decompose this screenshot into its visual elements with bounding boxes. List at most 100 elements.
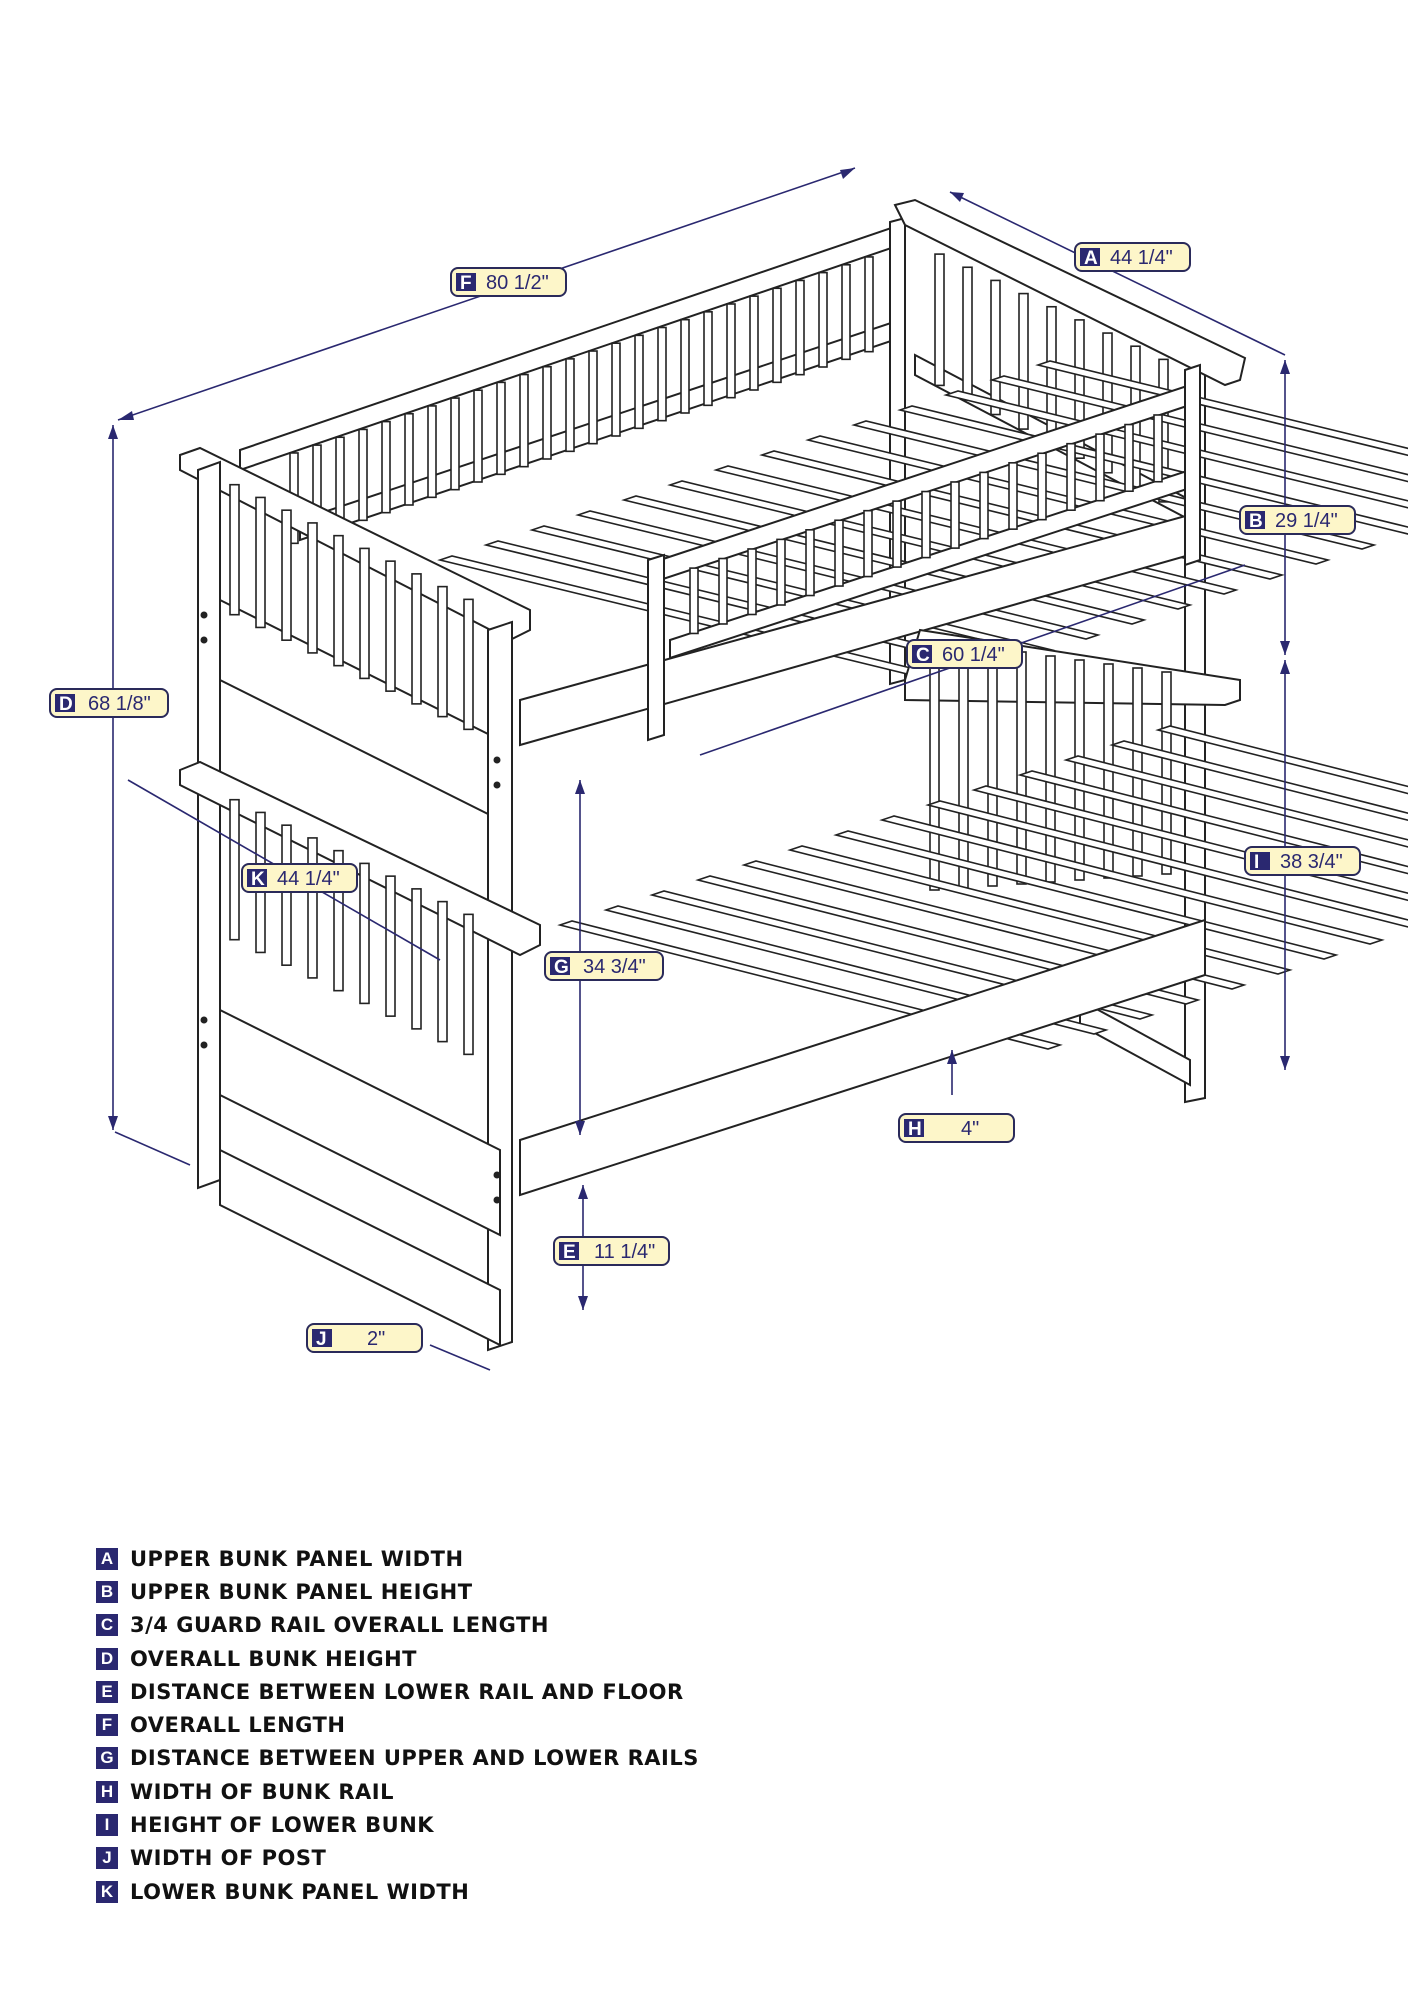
- spindle: [281, 509, 292, 641]
- svg-text:F: F: [460, 273, 472, 294]
- legend-label: WIDTH OF BUNK RAIL: [130, 1779, 394, 1804]
- spindle: [519, 373, 529, 468]
- spindle: [542, 365, 552, 460]
- spindle: [841, 263, 851, 361]
- spindle: [1045, 655, 1056, 883]
- dim-tag-g: G 34 3/4": [544, 951, 664, 981]
- svg-text:44 1/4": 44 1/4": [277, 868, 340, 890]
- spindle: [864, 256, 874, 353]
- spindle: [726, 303, 736, 399]
- svg-text:K: K: [251, 869, 265, 890]
- dimension-tags: A 44 1/4" B 29 1/4" C 60 1/4" D 68 1/8" …: [49, 242, 1361, 1353]
- spindle: [718, 557, 728, 625]
- spindle: [359, 862, 370, 1005]
- spindle: [333, 534, 344, 667]
- legend-key: G: [96, 1747, 118, 1770]
- spindle: [229, 483, 240, 616]
- bed-drawing: [179, 198, 1408, 1352]
- spindle: [450, 397, 460, 491]
- legend-key: D: [96, 1647, 118, 1670]
- spindle: [680, 318, 690, 414]
- dim-tag-a: A 44 1/4": [1074, 242, 1191, 272]
- spindle: [958, 643, 969, 889]
- spindle: [1074, 319, 1085, 459]
- spindle: [749, 295, 759, 391]
- spindle: [1095, 433, 1105, 502]
- legend-row-f: F OVERALL LENGTH: [96, 1708, 996, 1741]
- legend-key: F: [96, 1714, 118, 1737]
- legend-label: WIDTH OF POST: [130, 1846, 327, 1871]
- spindle: [772, 287, 782, 384]
- legend-label: 3/4 GUARD RAIL OVERALL LENGTH: [130, 1613, 549, 1638]
- legend-label: UPPER BUNK PANEL WIDTH: [130, 1546, 464, 1571]
- bed-slat: [1109, 740, 1408, 822]
- spindle: [437, 900, 448, 1043]
- svg-text:68 1/8": 68 1/8": [88, 693, 151, 715]
- svg-text:4": 4": [961, 1118, 979, 1140]
- svg-text:34 3/4": 34 3/4": [583, 956, 646, 978]
- svg-text:29 1/4": 29 1/4": [1275, 510, 1338, 532]
- spindle: [385, 875, 396, 1017]
- spindle: [747, 548, 757, 616]
- bed-slat: [879, 815, 1385, 945]
- spindle: [689, 567, 699, 635]
- spindle: [776, 538, 786, 606]
- spindle: [1066, 442, 1076, 511]
- legend-label: HEIGHT OF LOWER BUNK: [130, 1813, 435, 1838]
- svg-text:E: E: [563, 1242, 576, 1263]
- spindle: [863, 509, 873, 578]
- spindle: [1046, 305, 1057, 445]
- legend-row-d: D OVERALL BUNK HEIGHT: [96, 1642, 996, 1675]
- spindle: [358, 428, 368, 522]
- legend-key: C: [96, 1614, 118, 1637]
- dim-tag-f: F 80 1/2": [450, 267, 567, 297]
- spindle: [437, 585, 448, 718]
- spindle: [834, 519, 844, 587]
- spindle: [473, 389, 483, 483]
- legend-row-c: C 3/4 GUARD RAIL OVERALL LENGTH: [96, 1609, 996, 1642]
- dimension-legend: A UPPER BUNK PANEL WIDTH B UPPER BUNK PA…: [96, 1542, 996, 1908]
- spindle: [411, 888, 422, 1030]
- legend-label: OVERALL BUNK HEIGHT: [130, 1646, 417, 1671]
- svg-text:B: B: [1249, 511, 1263, 532]
- dim-tag-k: K 44 1/4": [241, 863, 358, 893]
- legend-row-b: B UPPER BUNK PANEL HEIGHT: [96, 1575, 996, 1608]
- spindle: [950, 481, 960, 549]
- spindle: [795, 279, 805, 376]
- legend-key: B: [96, 1580, 118, 1603]
- dim-tag-h: H 4": [898, 1113, 1015, 1143]
- spindle: [588, 350, 598, 445]
- svg-text:2": 2": [367, 1328, 385, 1350]
- spindle: [307, 522, 318, 654]
- legend-key: K: [96, 1880, 118, 1903]
- bed-slat: [925, 800, 1408, 928]
- dim-tag-d: D 68 1/8": [49, 688, 169, 718]
- dim-tag-e: E 11 1/4": [553, 1236, 670, 1266]
- bed-slat: [833, 830, 1339, 960]
- svg-text:C: C: [916, 645, 930, 666]
- spindle: [411, 573, 422, 705]
- spindle: [1008, 462, 1018, 530]
- legend-label: DISTANCE BETWEEN UPPER AND LOWER RAILS: [130, 1746, 699, 1771]
- svg-text:H: H: [908, 1119, 922, 1140]
- legend-key: H: [96, 1780, 118, 1803]
- svg-text:G: G: [554, 957, 569, 978]
- spindle: [1161, 671, 1172, 875]
- spindle: [962, 266, 973, 401]
- svg-text:44 1/4": 44 1/4": [1110, 247, 1173, 269]
- spindle: [565, 358, 575, 453]
- bed-slat: [787, 845, 1293, 975]
- dim-tag-b: B 29 1/4": [1239, 505, 1356, 535]
- svg-text:38 3/4": 38 3/4": [1280, 851, 1343, 873]
- spindle: [990, 279, 1001, 416]
- legend-label: LOWER BUNK PANEL WIDTH: [130, 1879, 470, 1904]
- spindle: [921, 490, 931, 559]
- spindle: [703, 311, 713, 407]
- legend-row-g: G DISTANCE BETWEEN UPPER AND LOWER RAILS: [96, 1742, 996, 1775]
- legend-key: A: [96, 1547, 118, 1570]
- svg-text:D: D: [59, 694, 73, 715]
- legend-key: E: [96, 1680, 118, 1703]
- svg-text:I: I: [1254, 852, 1259, 873]
- spindle: [1153, 414, 1163, 483]
- spindle: [463, 913, 474, 1056]
